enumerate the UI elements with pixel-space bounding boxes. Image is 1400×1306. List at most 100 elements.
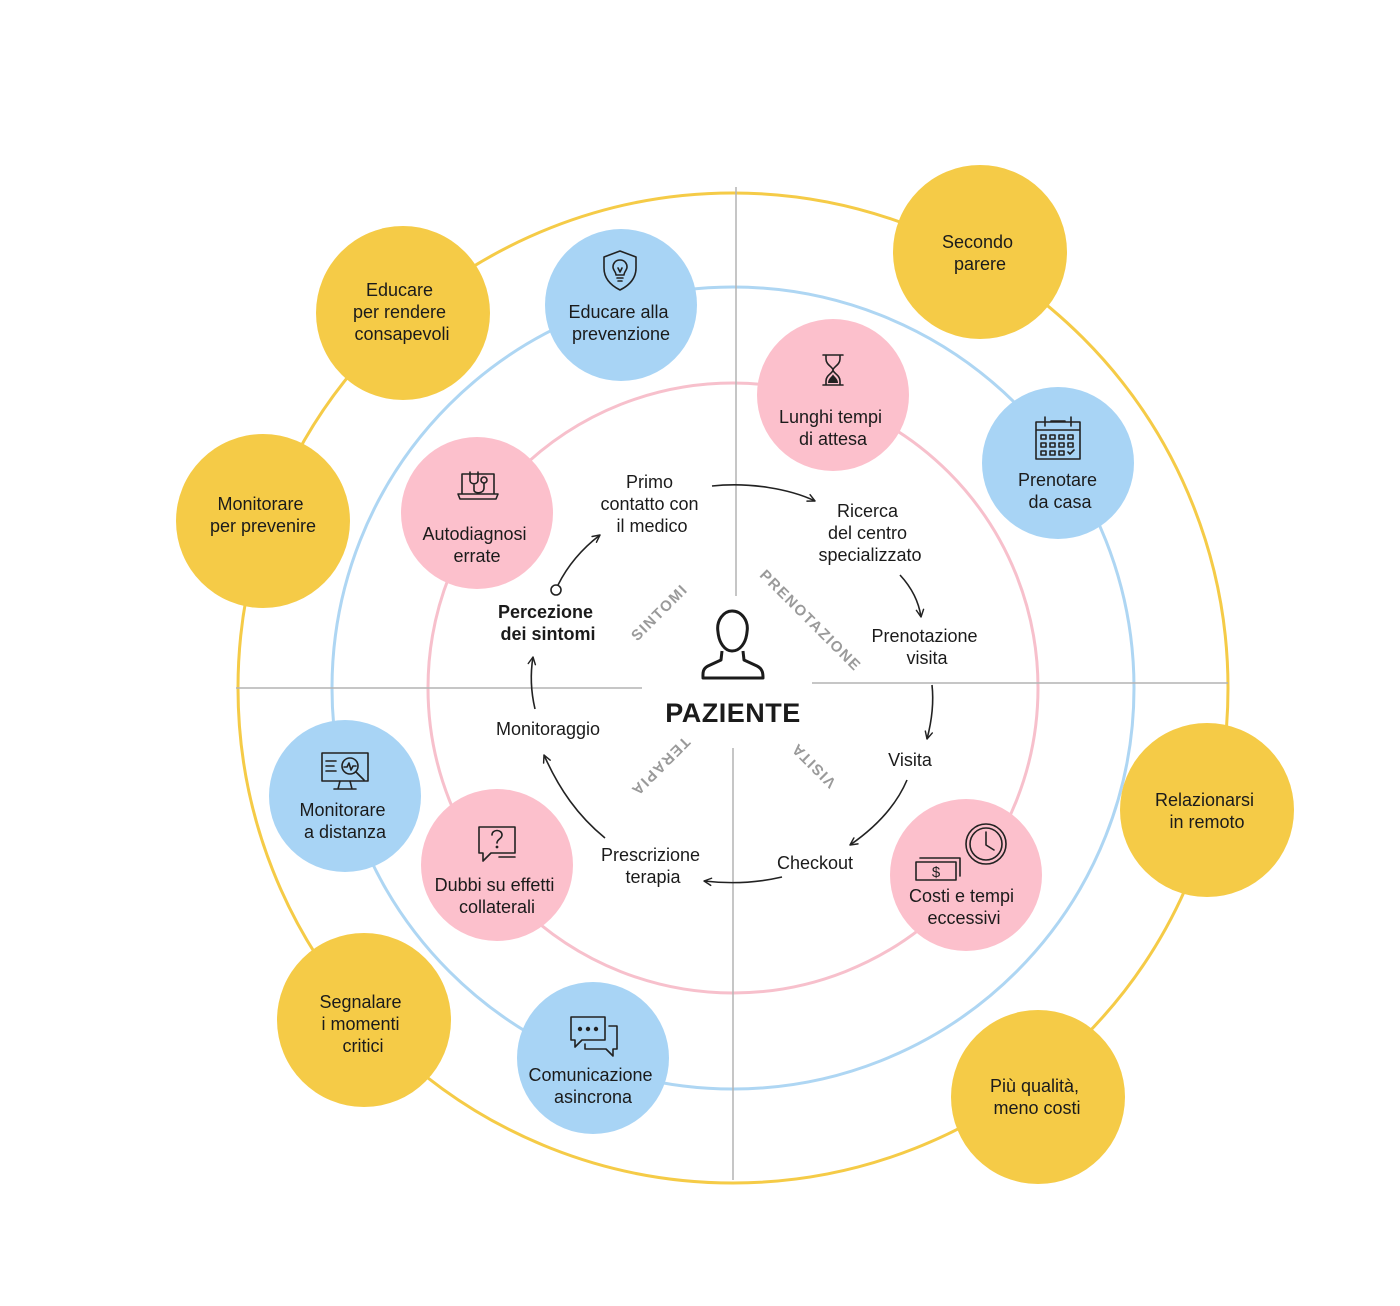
goal-label: Monitorare per prevenire — [210, 494, 316, 536]
phase-label-sintomi: SINTOMI — [628, 581, 691, 644]
step-line: Prescrizione — [601, 845, 700, 865]
bubble-line: Monitorare — [217, 494, 303, 514]
step-prescrizione-terapia: Prescrizione terapia — [601, 845, 705, 887]
goal-educare-consapevoli: Educare per rendere consapevoli — [316, 226, 490, 400]
bubble-line: Secondo — [942, 232, 1013, 252]
quadrant-dividers — [236, 187, 1228, 1180]
goal-piu-qualita: Più qualità, meno costi — [951, 1010, 1125, 1184]
bubble-line: Costi e tempi — [909, 886, 1014, 906]
step-line: contatto con — [600, 494, 698, 514]
goal-bubbles: Educare per rendere consapevoli Secondo … — [176, 165, 1294, 1184]
goal-label: Segnalare i momenti critici — [319, 992, 406, 1056]
step-monitoraggio: Monitoraggio — [496, 719, 600, 739]
step-percezione-sintomi: Percezione dei sintomi — [498, 602, 598, 644]
step-line: specializzato — [818, 545, 921, 565]
bubble-line: Segnalare — [319, 992, 401, 1012]
solution-bubbles: Educare alla prevenzione Prenotare da ca… — [269, 229, 1134, 1134]
solution-prenotare-casa: Prenotare da casa — [982, 387, 1134, 539]
bubble-line: Monitorare — [299, 800, 385, 820]
bubble-line: Comunicazione — [528, 1065, 652, 1085]
goal-secondo-parere: Secondo parere — [893, 165, 1067, 339]
goal-monitorare-prevenire: Monitorare per prevenire — [176, 434, 350, 608]
arrow-monitoraggio-to-percezione — [527, 656, 537, 710]
pain-point-circle — [890, 799, 1042, 951]
center-title: PAZIENTE — [665, 698, 801, 728]
bubble-line: Più qualità, — [990, 1076, 1079, 1096]
pain-point-autodiagnosi: Autodiagnosi errate — [401, 437, 553, 589]
bubble-line: parere — [954, 254, 1006, 274]
arrow-checkout-to-prescrizione — [703, 876, 783, 887]
solution-label: Educare alla prevenzione — [568, 302, 673, 344]
bubble-line: eccessivi — [927, 908, 1000, 928]
goal-circle — [1120, 723, 1294, 897]
bubble-line: Educare — [366, 280, 433, 300]
step-line: Checkout — [777, 853, 853, 873]
goal-relazionarsi-remoto: Relazionarsi in remoto — [1120, 723, 1294, 897]
goal-circle — [893, 165, 1067, 339]
bubble-line: prevenzione — [572, 324, 670, 344]
flow-start-dot — [550, 584, 562, 596]
goal-label: Relazionarsi in remoto — [1155, 790, 1259, 832]
pain-point-costi-tempi: Costi e tempi eccessivi — [890, 799, 1042, 951]
goal-circle — [277, 933, 451, 1107]
step-line: Monitoraggio — [496, 719, 600, 739]
arrow-prenotazione-to-visita — [924, 684, 934, 740]
pain-point-lunghi-tempi: Lunghi tempi di attesa — [757, 319, 909, 471]
bubble-line: collaterali — [459, 897, 535, 917]
bubble-line: per prevenire — [210, 516, 316, 536]
pain-point-circle — [757, 319, 909, 471]
step-line: del centro — [828, 523, 907, 543]
arrow-percezione-to-primo — [557, 534, 601, 586]
pain-point-label: Lunghi tempi di attesa — [779, 407, 887, 449]
goal-label: Secondo parere — [942, 232, 1018, 274]
pain-point-bubbles: Lunghi tempi di attesa Autodiagnosi erra… — [401, 319, 1042, 951]
step-line: Prenotazione — [871, 626, 977, 646]
pain-point-circle — [401, 437, 553, 589]
solution-circle — [545, 229, 697, 381]
pain-point-label: Dubbi su effetti collaterali — [435, 875, 560, 917]
step-ricerca-centro: Ricerca del centro specializzato — [818, 501, 921, 565]
step-visita: Visita — [888, 750, 933, 770]
step-line: il medico — [616, 516, 687, 536]
solution-comunicazione-asincrona: Comunicazione asincrona — [517, 982, 669, 1134]
step-prenotazione-visita: Prenotazione visita — [871, 626, 982, 668]
solution-educare-prevenzione: Educare alla prevenzione — [545, 229, 697, 381]
pain-point-dubbi-effetti: Dubbi su effetti collaterali — [421, 789, 573, 941]
solution-monitorare-distanza: Monitorare a distanza — [269, 720, 421, 872]
step-line: Percezione — [498, 602, 593, 622]
bubble-line: asincrona — [554, 1087, 633, 1107]
goal-circle — [316, 226, 490, 400]
solution-label: Monitorare a distanza — [299, 800, 390, 842]
solution-circle — [982, 387, 1134, 539]
pain-point-circle — [421, 789, 573, 941]
bubble-line: a distanza — [304, 822, 387, 842]
person-icon — [701, 609, 765, 680]
step-line: terapia — [625, 867, 681, 887]
center-patient: PAZIENTE — [665, 609, 801, 728]
arrow-visita-to-checkout — [849, 779, 908, 846]
bubble-line: di attesa — [799, 429, 868, 449]
goal-circle — [176, 434, 350, 608]
goal-label: Più qualità, meno costi — [990, 1076, 1084, 1118]
step-primo-contatto: Primo contatto con il medico — [600, 472, 703, 536]
arrow-prescrizione-to-monitoraggio — [542, 754, 606, 839]
phase-label-terapia: TERAPIA — [627, 733, 693, 799]
bubble-line: Autodiagnosi — [422, 524, 526, 544]
solution-circle — [517, 982, 669, 1134]
bubble-line: Dubbi su effetti — [435, 875, 555, 895]
arrow-ricerca-to-prenotazione — [899, 574, 925, 618]
bubble-line: consapevoli — [354, 324, 449, 344]
solution-label: Comunicazione asincrona — [528, 1065, 657, 1107]
step-line: Primo — [626, 472, 673, 492]
solution-label: Prenotare da casa — [1018, 470, 1102, 512]
bubble-line: Lunghi tempi — [779, 407, 882, 427]
step-line: Ricerca — [837, 501, 899, 521]
bubble-line: in remoto — [1169, 812, 1244, 832]
bubble-line: meno costi — [993, 1098, 1080, 1118]
arrow-primo-to-ricerca — [711, 484, 816, 502]
bubble-line: errate — [453, 546, 500, 566]
bubble-line: da casa — [1028, 492, 1092, 512]
step-line: visita — [906, 648, 948, 668]
goal-circle — [951, 1010, 1125, 1184]
